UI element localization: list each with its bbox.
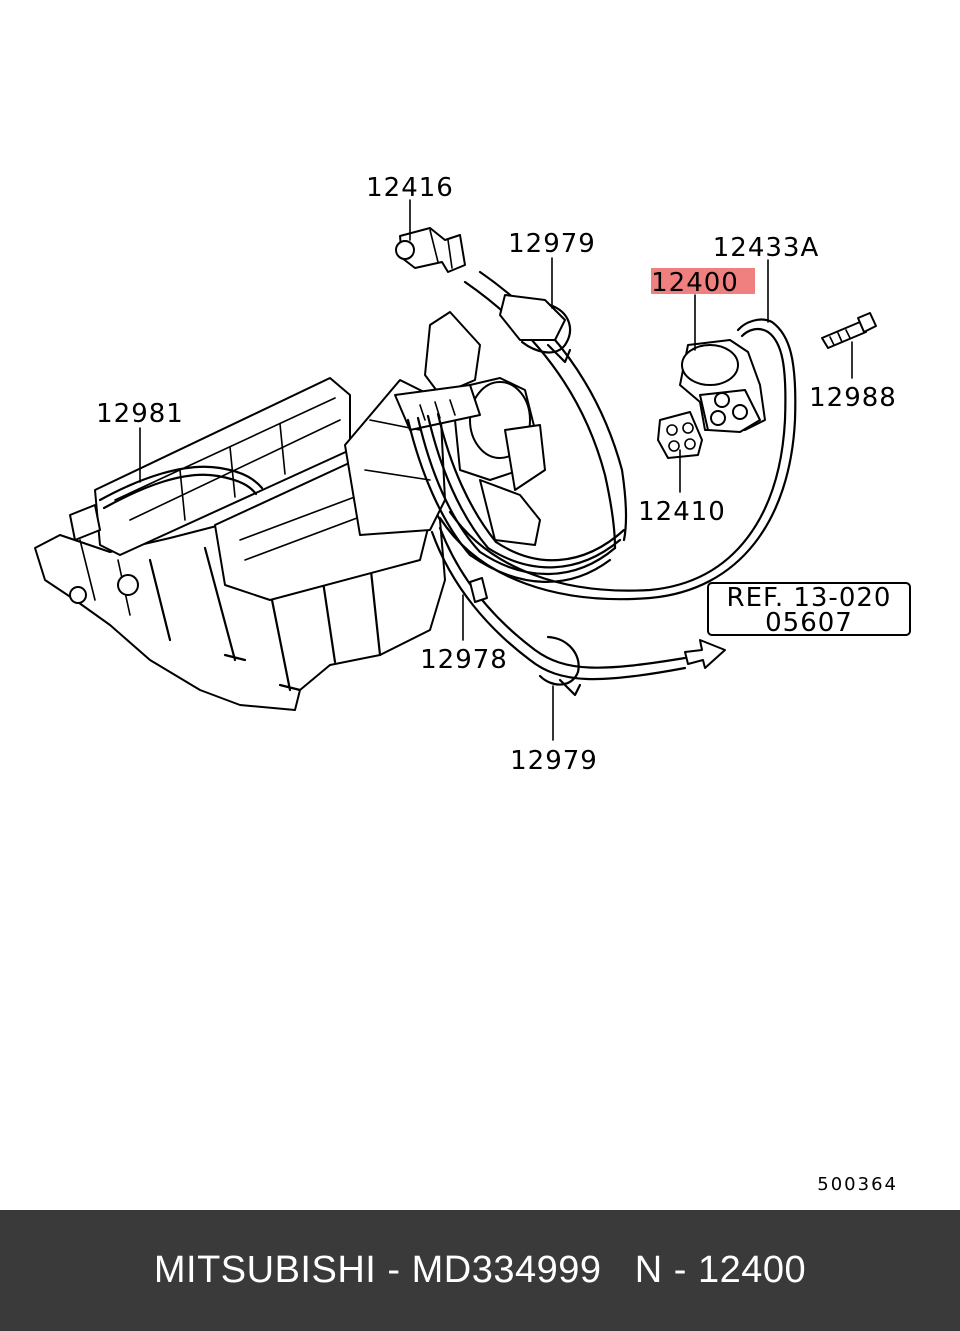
part-12400-highlight	[651, 268, 755, 294]
label-part-12979-top[interactable]: 12979	[508, 229, 596, 259]
ref-line-1: REF. 13-020	[727, 583, 892, 613]
separator-1: -	[376, 1249, 412, 1291]
vacuum-hoses-drawing	[98, 270, 797, 681]
bolt-drawing	[821, 312, 877, 349]
label-part-12988[interactable]: 12988	[809, 383, 897, 413]
parts-diagram: REF. 13-020 05607 12416 12979 12433A 124…	[34, 173, 911, 1195]
ref-box	[707, 582, 911, 636]
gasket-drawing	[657, 411, 703, 459]
leader-lines	[139, 199, 853, 741]
label-part-12433a[interactable]: 12433A	[713, 233, 820, 263]
label-part-12410[interactable]: 12410	[638, 497, 726, 527]
diagram-code: 500364	[817, 1174, 898, 1195]
hose-fitting-drawing	[469, 577, 488, 603]
solenoid-valve-drawing	[395, 227, 466, 273]
label-part-12978[interactable]: 12978	[420, 645, 508, 675]
label-part-12400[interactable]: 12400	[651, 268, 739, 298]
hose-clamp-bottom-drawing	[538, 635, 582, 697]
part-info-bar: MITSUBISHI - MD334999 N - 12400	[0, 1210, 960, 1331]
label-part-12981[interactable]: 12981	[96, 399, 184, 429]
hose-clamp-top-drawing	[520, 303, 572, 364]
gap	[602, 1249, 635, 1292]
label-part-12416[interactable]: 12416	[366, 173, 454, 203]
separator-2: -	[662, 1249, 698, 1291]
egr-housing-drawing	[394, 311, 546, 546]
ref-line-2: 05607	[765, 608, 853, 638]
part-number: MD334999	[411, 1249, 602, 1291]
brand-name: MITSUBISHI	[153, 1249, 377, 1291]
intake-manifold-drawing	[34, 377, 446, 711]
label-part-12979-bottom[interactable]: 12979	[510, 746, 598, 776]
egr-valve-drawing	[679, 339, 766, 433]
ref-number: 12400	[697, 1249, 807, 1291]
ref-prefix: N	[634, 1249, 663, 1291]
